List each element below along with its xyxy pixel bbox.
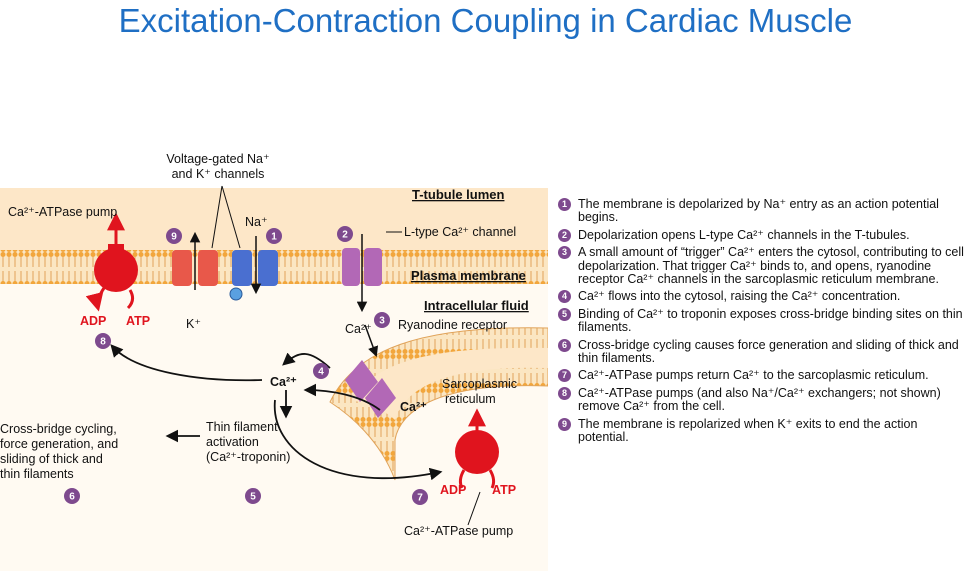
- na-ion-label: Na⁺: [245, 215, 268, 229]
- cross-bridge-label-1: Cross-bridge cycling,: [0, 422, 117, 436]
- badge-4: 4: [313, 363, 329, 379]
- adp-bottom-label: ADP: [440, 483, 466, 497]
- sr-label-2: reticulum: [445, 392, 496, 406]
- badge-3: 3: [374, 312, 390, 328]
- ca-atpase-pump-bottom-label: Ca²⁺-ATPase pump: [404, 524, 513, 538]
- badge-2: 2: [337, 226, 353, 242]
- ca-center-label: Ca²⁺: [270, 375, 297, 389]
- cross-bridge-label-2: force generation, and: [0, 437, 118, 451]
- step-4-text: Ca²⁺ flows into the cytosol, raising the…: [578, 289, 901, 304]
- step-7-text: Ca²⁺-ATPase pumps return Ca²⁺ to the sar…: [578, 368, 929, 383]
- ca-sr-label: Ca²⁺: [400, 400, 427, 414]
- cross-bridge-label-4: thin filaments: [0, 467, 74, 481]
- cardiac-ec-coupling-diagram: Voltage-gated Na⁺ and K⁺ channels T-tubu…: [0, 152, 548, 571]
- step-5-text: Binding of Ca²⁺ to troponin exposes cros…: [578, 306, 963, 335]
- svg-text:5: 5: [250, 492, 256, 503]
- adp-top-label: ADP: [80, 314, 106, 328]
- ryanodine-receptor-label: Ryanodine receptor: [398, 318, 507, 332]
- badge-8: 8: [95, 333, 111, 349]
- thin-filament-label-3: (Ca²⁺-troponin): [206, 450, 290, 464]
- badge-7: 7: [412, 489, 428, 505]
- badge-9: 9: [166, 228, 182, 244]
- ca-ion-entry-label: Ca²⁺: [345, 322, 372, 336]
- voltage-gated-label-2: and K⁺ channels: [172, 167, 265, 181]
- step-3-text: A small amount of “trigger” Ca²⁺ enters …: [578, 245, 964, 287]
- k-channel: [172, 231, 218, 290]
- step-6-text: Cross-bridge cycling causes force genera…: [578, 337, 959, 366]
- thin-filament-label-2: activation: [206, 435, 259, 449]
- ca-atpase-pump-top: [85, 212, 138, 312]
- svg-text:7: 7: [417, 493, 423, 504]
- sarcoplasmic-reticulum-lumen: [352, 347, 548, 420]
- l-type-channel-label: L-type Ca²⁺ channel: [404, 225, 516, 239]
- atp-top-label: ATP: [126, 314, 150, 328]
- svg-text:1: 1: [271, 232, 277, 243]
- step-8-text: Ca²⁺-ATPase pumps (and also Na⁺/Ca²⁺ exc…: [578, 385, 941, 414]
- page-title: Excitation-Contraction Coupling in Cardi…: [118, 2, 853, 39]
- voltage-gated-label: Voltage-gated Na⁺: [166, 152, 269, 166]
- k-ion-label: K⁺: [186, 317, 201, 331]
- thin-filament-label-1: Thin filament: [206, 420, 278, 434]
- atp-bottom-label: ATP: [492, 483, 516, 497]
- plasma-membrane-label: Plasma membrane: [411, 268, 526, 283]
- badge-6: 6: [64, 488, 80, 504]
- svg-text:9: 9: [171, 232, 177, 243]
- svg-text:8: 8: [100, 337, 106, 348]
- svg-text:6: 6: [69, 492, 75, 503]
- svg-text:3: 3: [379, 316, 385, 327]
- sr-label-1: Sarcoplasmic: [442, 377, 517, 391]
- intracellular-fluid-label: Intracellular fluid: [424, 298, 529, 313]
- cross-bridge-label-3: sliding of thick and: [0, 452, 103, 466]
- badge-1: 1: [266, 228, 282, 244]
- step-2-text: Depolarization opens L-type Ca²⁺ channel…: [578, 227, 910, 242]
- l-type-ca-channel: [342, 231, 402, 313]
- na-channel: [229, 236, 278, 301]
- step-9-text: The membrane is repolarized when K⁺ exit…: [578, 416, 918, 445]
- ryanodine-receptor: [345, 324, 396, 418]
- t-tubule-lumen-label: T-tubule lumen: [412, 187, 505, 202]
- badge-5: 5: [245, 488, 261, 504]
- ca-atpase-pump-bottom: [455, 408, 499, 526]
- svg-text:4: 4: [318, 367, 324, 378]
- ca-atpase-pump-top-label: Ca²⁺-ATPase pump: [8, 205, 117, 219]
- svg-text:2: 2: [342, 230, 348, 241]
- step-1-text: The membrane is depolarized by Na⁺ entry…: [578, 197, 939, 225]
